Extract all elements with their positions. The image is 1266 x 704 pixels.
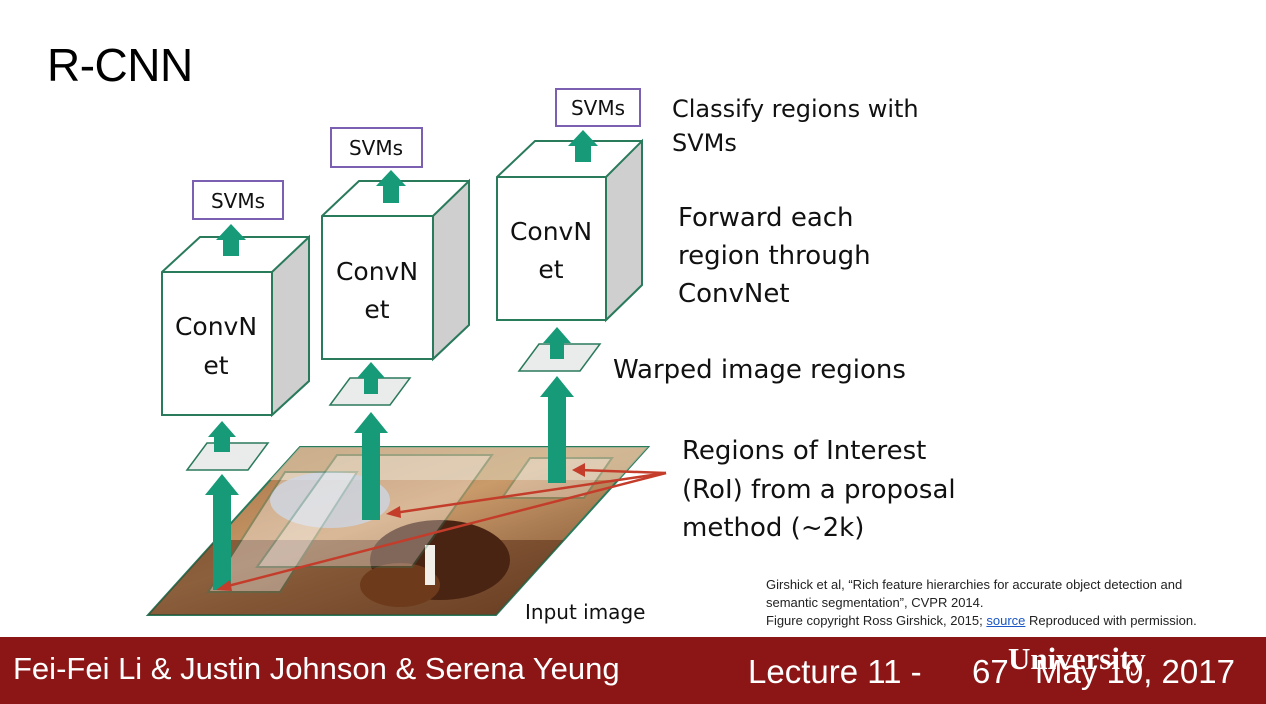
annotation-classify-line1: Classify regions with (672, 95, 919, 123)
citation-line3: Figure copyright Ross Girshick, 2015; so… (766, 612, 1256, 630)
footer-authors: Fei-Fei Li & Justin Johnson & Serena Yeu… (13, 651, 620, 686)
convnet-label-line2: et (364, 295, 389, 324)
convnet-label-line1: ConvN (336, 257, 418, 286)
up-arrow-icon (540, 376, 574, 483)
roi-pointer-arrows (216, 463, 667, 591)
convnet-label-line2: et (203, 351, 228, 380)
annotation-roi-line3: method (~2k) (682, 513, 864, 543)
citation-permission: Reproduced with permission. (1029, 613, 1197, 628)
svm-label-right: SVMs (571, 96, 625, 120)
svm-label-left: SVMs (211, 189, 265, 213)
citation: Girshick et al, “Rich feature hierarchie… (766, 576, 1256, 630)
annotation-classify-line2: SVMs (672, 129, 737, 157)
slide-title: R-CNN (47, 39, 193, 91)
annotation-warped: Warped image regions (613, 355, 906, 385)
pipeline-column-right: ConvN et SVMs (496, 88, 643, 483)
svm-box-center (330, 127, 423, 168)
up-arrow-icon (216, 224, 246, 256)
roi-box-left (206, 471, 359, 593)
pipeline-column-left: ConvN et SVMs (161, 180, 310, 590)
convnet-label-line1: ConvN (175, 312, 257, 341)
up-arrow-icon (543, 327, 571, 359)
annotation-forward-line2: region through (678, 241, 871, 271)
up-arrow-icon (357, 362, 385, 394)
footer-lecture: Lecture 11 - (748, 653, 922, 690)
citation-copyright: Figure copyright Ross Girshick, 2015; (766, 613, 983, 628)
convnet-label-line1: ConvN (510, 217, 592, 246)
rcnn-diagram: ConvN et SVMs ConvN et SVMs ConvN et SVM… (145, 88, 956, 624)
annotation-roi-line2: (RoI) from a proposal (682, 475, 956, 505)
citation-line1: Girshick et al, “Rich feature hierarchie… (766, 577, 1183, 592)
footer-date: May 10, 2017 (1035, 653, 1235, 690)
svm-label-center: SVMs (349, 136, 403, 160)
footer-page-number: 67 (972, 653, 1009, 690)
citation-line2: semantic segmentation”, CVPR 2014. (766, 595, 984, 610)
up-arrow-icon (205, 474, 239, 590)
annotation-forward-line3: ConvNet (678, 279, 790, 309)
convnet-label-line2: et (538, 255, 563, 284)
up-arrow-icon (568, 130, 598, 162)
annotation-roi-line1: Regions of Interest (682, 436, 926, 466)
warped-region-left (185, 442, 270, 471)
citation-source-link[interactable]: source (986, 613, 1026, 628)
annotation-forward-line1: Forward each (678, 203, 854, 233)
input-image-label: Input image (525, 600, 645, 624)
up-arrow-icon (208, 421, 236, 452)
up-arrow-icon (354, 412, 388, 520)
svm-box-right (555, 88, 641, 127)
pipeline-column-center: ConvN et SVMs (321, 127, 470, 520)
svm-box-left (192, 180, 284, 220)
footer-university-watermark: University (1008, 641, 1146, 676)
footer-bar: Fei-Fei Li & Justin Johnson & Serena Yeu… (0, 637, 1266, 704)
up-arrow-icon (376, 170, 406, 203)
